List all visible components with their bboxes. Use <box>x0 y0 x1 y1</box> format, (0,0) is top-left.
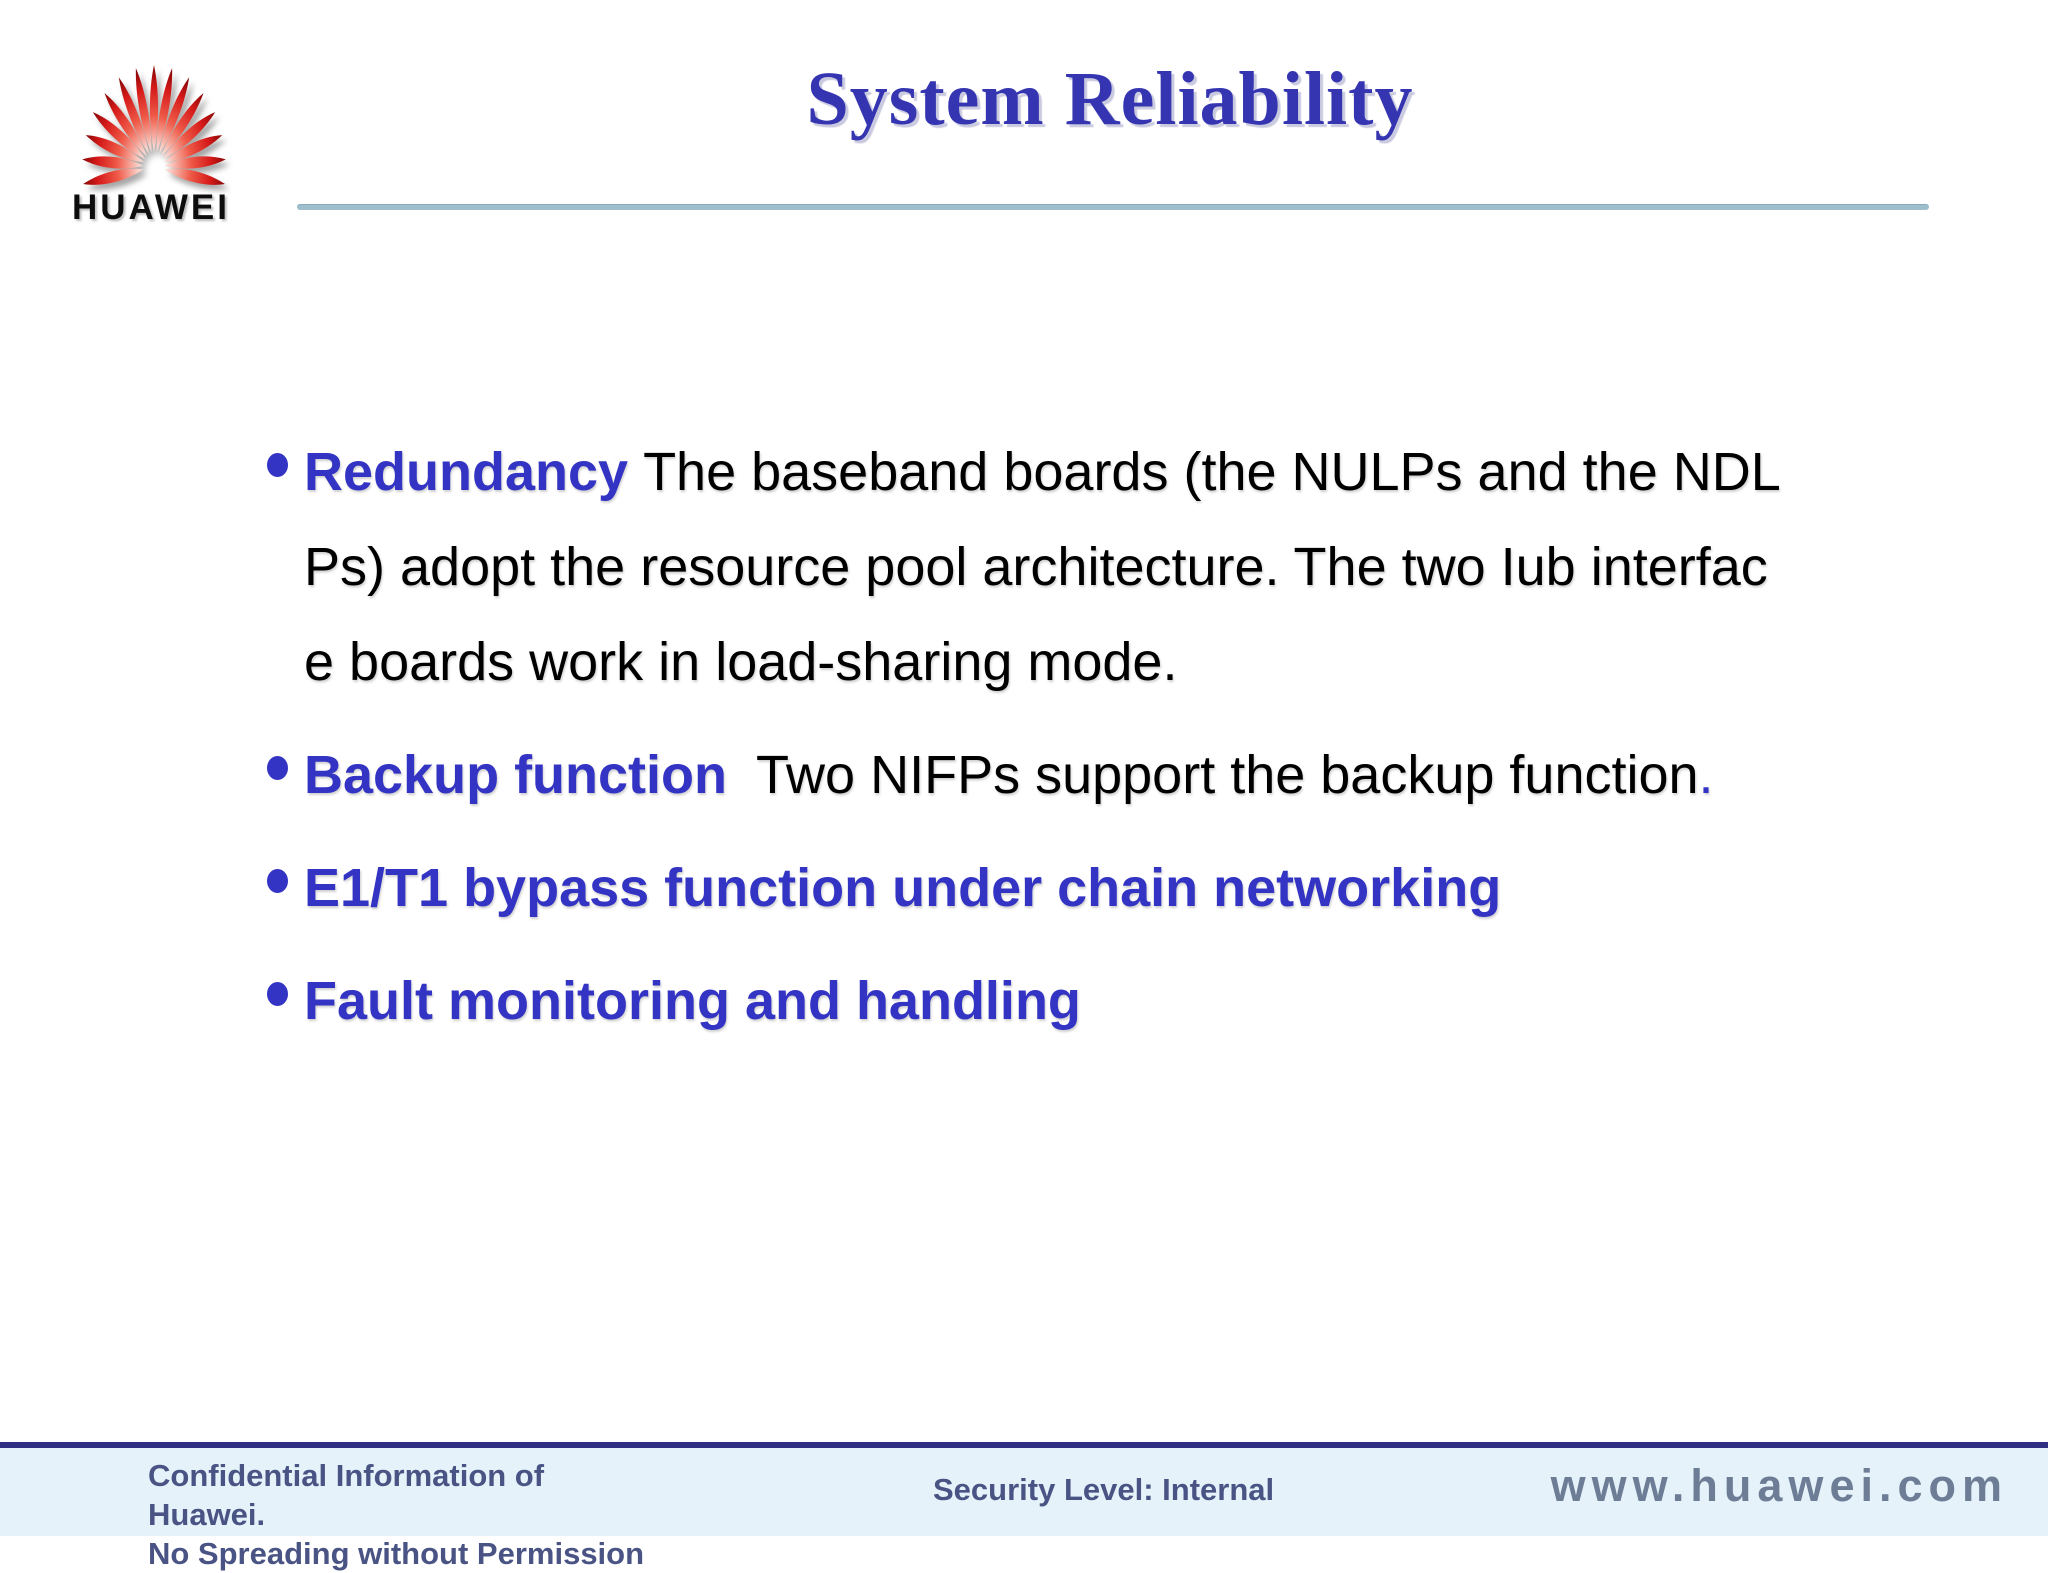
text-segment: Two NIFPs support the backup function <box>727 745 1699 805</box>
bullet-icon <box>267 869 288 893</box>
bullet-item: E1/T1 bypass function under chain networ… <box>267 841 1957 936</box>
text-segment: Backup function <box>304 745 728 805</box>
confidential-note: Confidential Information of Huawei. No Spr… <box>148 1456 644 1573</box>
text-segment: . <box>1698 745 1714 805</box>
bullet-item: Backup function Two NIFPs support the ba… <box>267 728 1957 823</box>
huawei-logo: HUAWEI <box>64 36 244 227</box>
bullet-icon <box>267 756 288 780</box>
website-url: www.huawei.com <box>1550 1460 2008 1511</box>
text-segment: The baseband boards (the NULPs and the N… <box>304 442 1781 692</box>
title-underline <box>297 204 1929 210</box>
bullet-icon <box>267 453 288 477</box>
confidential-line: Confidential Information of <box>148 1458 545 1493</box>
text-segment: E1/T1 bypass function under chain networ… <box>304 858 1502 918</box>
confidential-line: No Spreading without Permission <box>148 1536 645 1571</box>
huawei-fan-icon <box>82 64 226 185</box>
page-title: System Reliability <box>806 57 1414 141</box>
confidential-line: Huawei. <box>148 1497 266 1532</box>
footer-divider <box>0 1442 2048 1448</box>
security-level-label: Security Level: Internal <box>933 1472 1275 1507</box>
text-segment: Redundancy <box>304 442 644 502</box>
slide: HUAWEI System Reliability Redundancy The… <box>0 36 2048 1571</box>
bullet-list: Redundancy The baseband boards (the NULP… <box>267 425 1957 1067</box>
bullet-item: Fault monitoring and handling <box>267 954 1957 1049</box>
footer: Confidential Information of Huawei. No Spr… <box>0 1448 2048 1571</box>
bullet-item: Redundancy The baseband boards (the NULP… <box>267 425 1957 710</box>
bullet-icon <box>267 982 288 1006</box>
logo-brand-text: HUAWEI <box>72 188 230 227</box>
text-segment: Fault monitoring and handling <box>304 971 1081 1031</box>
